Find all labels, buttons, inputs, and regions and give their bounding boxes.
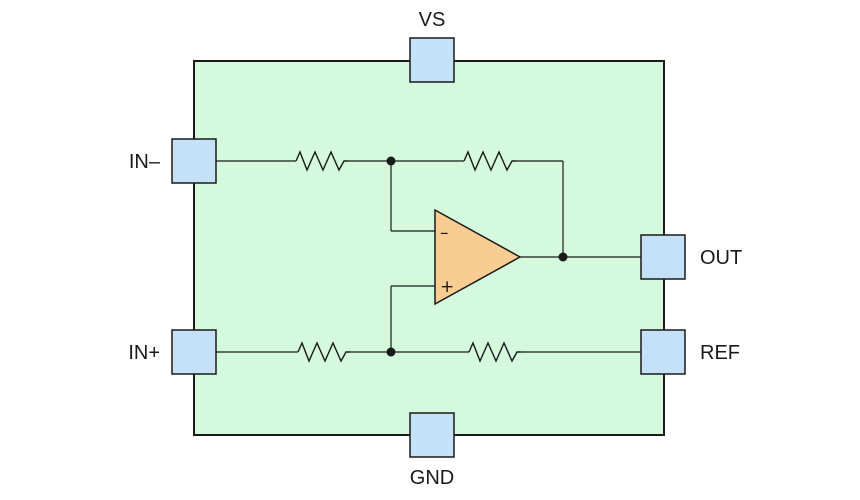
opamp-triangle: [434, 208, 522, 306]
pin-label-in-plus: IN+: [128, 342, 160, 364]
resistor-feedback: [463, 150, 516, 172]
wiring: [216, 160, 641, 353]
resistor-input-plus: [297, 341, 350, 363]
opamp-minus-sign: –: [440, 223, 449, 243]
pin-vs: [409, 37, 455, 83]
junction-dot: [386, 156, 396, 166]
pin-label-ref: REF: [700, 342, 740, 364]
junction-dot: [558, 252, 568, 262]
opamp-plus-sign: +: [440, 277, 454, 297]
pin-ref: [640, 329, 686, 375]
resistor-reference: [468, 341, 521, 363]
pin-label-out: OUT: [700, 247, 742, 269]
pin-label-vs: VS: [419, 9, 446, 31]
pin-label-gnd: GND: [410, 467, 454, 489]
pin-out: [640, 234, 686, 280]
resistor-input-minus: [295, 150, 348, 172]
pin-label-in-minus: IN–: [129, 151, 161, 173]
pin-in-minus: [171, 138, 217, 184]
pin-gnd: [409, 412, 455, 458]
pin-in-plus: [171, 329, 217, 375]
ic-body: [193, 60, 665, 436]
junction-dot: [386, 347, 396, 357]
